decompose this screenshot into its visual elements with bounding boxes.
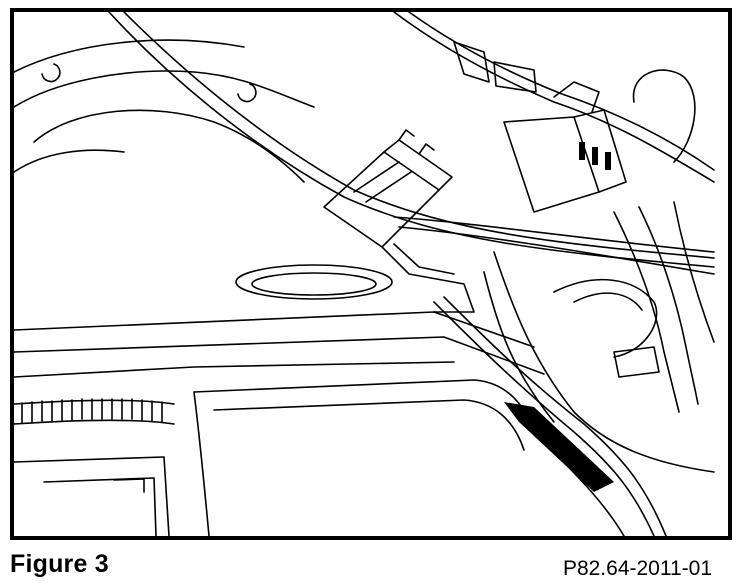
hose-right-c	[673, 201, 715, 343]
right-bracket-inner	[573, 292, 643, 311]
cover-inner-edge	[213, 399, 525, 451]
lower-left-tab	[113, 478, 145, 493]
cover-outline	[193, 391, 210, 536]
right-mount	[613, 346, 660, 378]
shelf-edge-top	[14, 311, 535, 348]
corrugated-hose-top	[14, 399, 175, 405]
figure-code: P82.64-2011-01	[562, 557, 712, 580]
harness-wire-a	[108, 12, 715, 268]
right-connector-plug	[453, 41, 490, 83]
corrugated-hose-ribs	[21, 398, 163, 424]
technical-illustration-frame	[10, 8, 732, 540]
figure-caption: Figure 3	[10, 550, 109, 578]
wire-loop	[632, 69, 696, 163]
connector-lead-b	[443, 296, 667, 536]
connector-body	[323, 151, 440, 248]
harness-wire-c	[398, 226, 715, 275]
relay-terminal-1	[579, 142, 585, 160]
mounting-hole-left	[41, 63, 61, 83]
relay-housing	[503, 116, 600, 213]
harness-wire-b	[123, 12, 715, 259]
upper-panel-outline	[14, 70, 315, 108]
connector-bracket-inner	[393, 243, 455, 275]
relay-clip	[553, 81, 600, 113]
shelf-edge-bottom	[14, 336, 545, 375]
harness-wire-d	[393, 216, 715, 253]
connector-lead-a	[433, 301, 655, 536]
connector-slot-2	[365, 171, 412, 203]
right-wire-bundle	[393, 12, 715, 183]
lower-left-box	[14, 456, 170, 536]
connector-slot-1	[353, 161, 400, 193]
connector-pin-2	[418, 143, 435, 155]
connector-bracket	[381, 246, 475, 313]
left-panel-edge	[14, 149, 125, 173]
panel-ridge	[14, 39, 245, 73]
engine-bay-line-drawing	[14, 12, 715, 536]
relay-terminal-2	[592, 147, 598, 165]
connector-pin-1	[398, 129, 415, 141]
fill-opening-outer	[235, 264, 393, 300]
panel-inner-curve	[33, 109, 305, 183]
right-wire-bundle-2	[408, 12, 715, 171]
relay-face	[573, 109, 627, 193]
right-panel-curve-2	[483, 271, 555, 423]
hose-right-b	[638, 206, 699, 405]
hose-right-a	[613, 211, 680, 413]
cover-top-edge	[193, 379, 535, 433]
shelf-front	[14, 361, 455, 378]
cable-clamp-dark	[504, 402, 614, 492]
right-bracket	[553, 278, 658, 358]
lower-left-box-inner	[43, 477, 157, 536]
fill-opening-inner	[251, 272, 377, 296]
relay-terminal-3	[605, 152, 611, 170]
corrugated-hose-bottom	[14, 419, 175, 425]
connector-top-face	[383, 139, 453, 191]
right-connector-plug-2	[493, 61, 537, 93]
right-panel-curve	[493, 251, 715, 473]
mounting-hole-center	[237, 83, 257, 103]
